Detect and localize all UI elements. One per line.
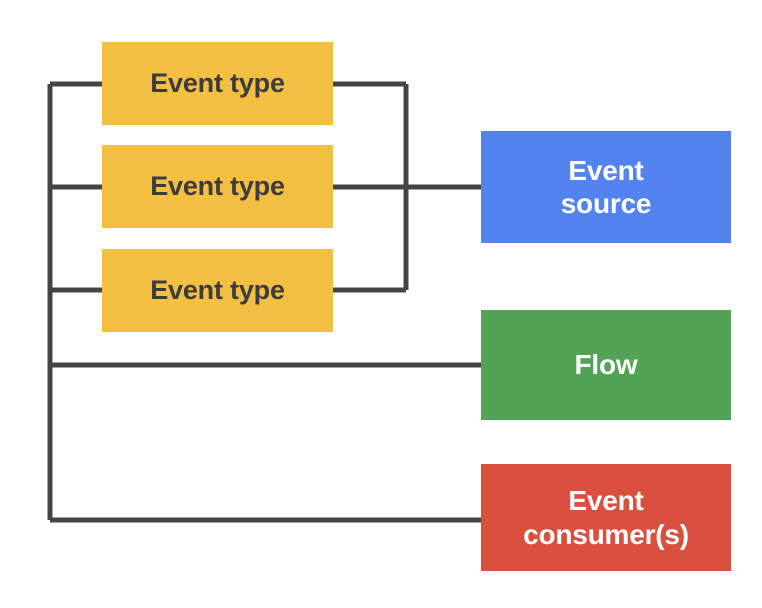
node-event-source[interactable]: Event source	[481, 131, 731, 243]
node-event-type-1-label: Event type	[150, 67, 285, 98]
node-flow-label: Flow	[574, 349, 638, 381]
node-event-type-3[interactable]: Event type	[102, 249, 333, 332]
node-event-type-2-label: Event type	[150, 170, 285, 201]
node-event-type-2[interactable]: Event type	[102, 145, 333, 228]
node-event-type-3-label: Event type	[150, 274, 285, 305]
node-event-consumers-label: Event consumer(s)	[523, 485, 689, 550]
node-flow[interactable]: Flow	[481, 310, 731, 420]
node-event-type-1[interactable]: Event type	[102, 42, 333, 125]
node-event-source-label: Event source	[560, 154, 652, 219]
node-event-consumers[interactable]: Event consumer(s)	[481, 464, 731, 571]
